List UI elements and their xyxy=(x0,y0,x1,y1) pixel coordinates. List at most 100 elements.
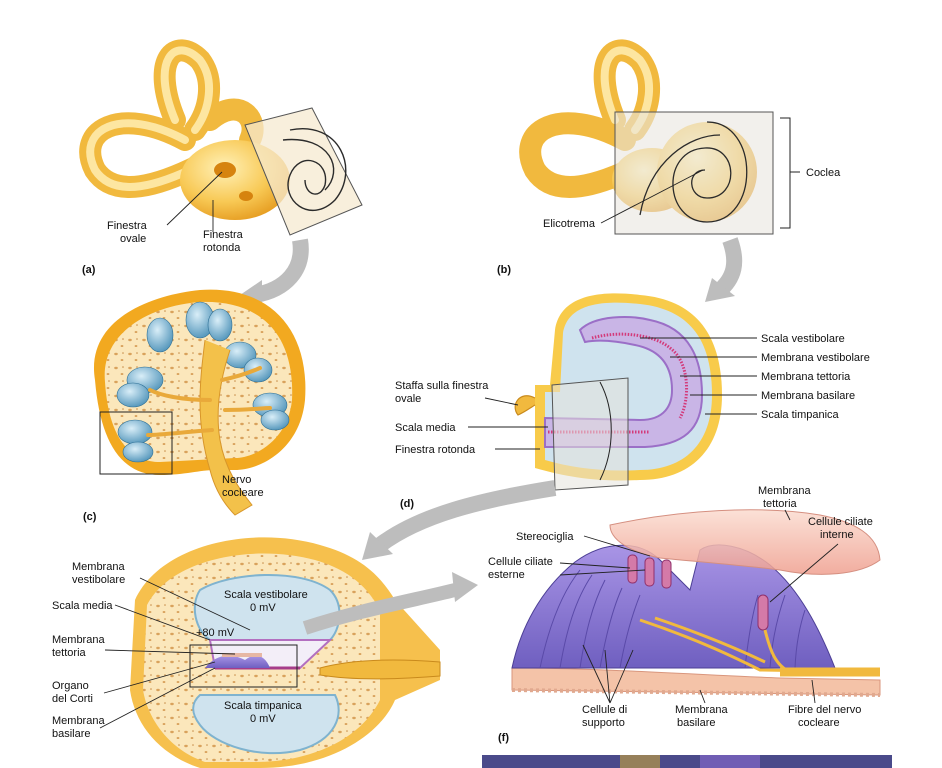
label-tectorial-membrane-f-2: tettoria xyxy=(763,498,798,510)
label-scala-tympani-e-1: Scala timpanica xyxy=(224,700,303,712)
micrograph-strip xyxy=(482,755,892,768)
label-scala-tympani-e-2: 0 mV xyxy=(250,713,276,725)
label-basilar-membrane-f-1: Membrana xyxy=(675,704,728,716)
label-cochlea: Coclea xyxy=(806,167,841,179)
svg-text:Cellule ciliate: Cellule ciliate xyxy=(808,516,873,528)
panel-letter-d: (d) xyxy=(400,498,414,510)
label-inner-hair-cells-2: interne xyxy=(820,529,854,541)
label-outer-hair-cells-1: Cellule ciliate xyxy=(488,556,553,568)
label-tectorial-membrane-e-2: tettoria xyxy=(52,647,87,659)
label-nerve-fibers-2: cocleare xyxy=(798,717,840,729)
label-round-window-1: Finestra xyxy=(203,229,244,241)
panel-e: Scala vestibolare 0 mV +80 mV Scala timp… xyxy=(52,537,478,768)
cut-plane-d xyxy=(551,377,629,491)
svg-text:basilare: basilare xyxy=(52,728,91,740)
label-stereocilia: Stereociglia xyxy=(516,531,574,543)
panel-f: Membrana tettoria Cellule ciliate intern… xyxy=(482,485,892,768)
detail-box-e xyxy=(189,644,298,688)
svg-text:0 mV: 0 mV xyxy=(250,713,276,725)
label-potential-media: +80 mV xyxy=(196,627,235,639)
arrow-b-to-d xyxy=(712,237,743,299)
label-tectorial-membrane-e-1: Membrana xyxy=(52,634,105,646)
cochlear-nerve-c xyxy=(199,339,253,516)
round-window xyxy=(239,191,253,201)
panel-c: Nervo cocleare (c) xyxy=(83,289,306,523)
label-basilar-membrane-d: Membrana basilare xyxy=(761,390,855,402)
svg-text:Scala vestibolare: Scala vestibolare xyxy=(224,589,308,601)
label-cochlear-nerve-2: cocleare xyxy=(222,487,264,499)
panel-letter-a: (a) xyxy=(82,264,96,276)
svg-text:Membrana: Membrana xyxy=(758,485,811,497)
detail-box-c xyxy=(99,411,173,475)
label-stapes-1: Staffa sulla finestra xyxy=(395,380,489,392)
svg-text:Organo: Organo xyxy=(52,680,89,692)
supporting-cells-f xyxy=(511,544,836,669)
svg-text:Fibre del nervo: Fibre del nervo xyxy=(788,704,861,716)
arrow-a-to-c xyxy=(253,238,309,303)
panel-letter-b: (b) xyxy=(497,264,511,276)
label-organ-of-corti-1: Organo xyxy=(52,680,89,692)
label-scala-vestibuli-e-2: 0 mV xyxy=(250,602,276,614)
svg-text:esterne: esterne xyxy=(488,569,525,581)
cut-plane xyxy=(244,107,363,236)
label-scala-media-e: Scala media xyxy=(52,600,113,612)
label-scala-media-d: Scala media xyxy=(395,422,456,434)
label-round-window-d: Finestra rotonda xyxy=(395,444,476,456)
svg-text:Nervo: Nervo xyxy=(222,474,251,486)
label-basilar-membrane-e-1: Membrana xyxy=(52,715,105,727)
inner-hair-cell-f xyxy=(757,594,769,631)
svg-text:rotonda: rotonda xyxy=(203,242,241,254)
label-oval-window-1: Finestra xyxy=(107,220,148,232)
svg-text:Cellule di: Cellule di xyxy=(582,704,627,716)
svg-text:cocleare: cocleare xyxy=(798,717,840,729)
panel-letter-f: (f) xyxy=(498,732,509,744)
label-scala-vestibuli-d: Scala vestibolare xyxy=(761,333,845,345)
stapes xyxy=(514,395,536,416)
scala-tympani-e xyxy=(192,694,340,755)
svg-text:Scala timpanica: Scala timpanica xyxy=(224,700,303,712)
svg-text:vestibolare: vestibolare xyxy=(72,574,125,586)
svg-text:basilare: basilare xyxy=(677,717,716,729)
label-outer-hair-cells-2: esterne xyxy=(488,569,525,581)
label-helicotrema: Elicotrema xyxy=(543,218,596,230)
svg-text:cocleare: cocleare xyxy=(222,487,264,499)
oval-window xyxy=(214,162,236,178)
panel-a: Finestra ovale Finestra rotonda (a) xyxy=(79,39,363,310)
label-vestibular-membrane-e-1: Membrana xyxy=(72,561,125,573)
label-tectorial-membrane-d: Membrana tettoria xyxy=(761,371,851,383)
label-vestibular-membrane-e-2: vestibolare xyxy=(72,574,125,586)
svg-text:tettoria: tettoria xyxy=(763,498,798,510)
panel-d: Scala vestibolare Membrana vestibolare M… xyxy=(362,293,870,560)
cochlea-bracket xyxy=(780,117,800,229)
label-cochlear-nerve-1: Nervo xyxy=(222,474,251,486)
label-organ-of-corti-2: del Corti xyxy=(52,693,93,705)
label-scala-tympani-d: Scala timpanica xyxy=(761,409,840,421)
panel-letter-c: (c) xyxy=(83,511,97,523)
svg-text:Membrana: Membrana xyxy=(52,715,105,727)
arrow-e-to-f xyxy=(302,583,457,635)
tectorial-membrane-f xyxy=(609,509,881,575)
svg-text:ovale: ovale xyxy=(395,393,421,405)
cell-columns-f xyxy=(539,569,806,669)
cochlea-box xyxy=(614,111,774,235)
label-oval-window-2: ovale xyxy=(120,233,146,245)
scala-vestibuli-e xyxy=(193,574,341,641)
label-nerve-fibers-1: Fibre del nervo xyxy=(788,704,861,716)
svg-text:Finestra: Finestra xyxy=(107,220,148,232)
label-basilar-membrane-f-2: basilare xyxy=(677,717,716,729)
label-basilar-membrane-e-2: basilare xyxy=(52,728,91,740)
cochlea-spiral-a xyxy=(282,128,347,212)
svg-text:tettoria: tettoria xyxy=(52,647,87,659)
label-round-window-2: rotonda xyxy=(203,242,241,254)
label-stapes-2: ovale xyxy=(395,393,421,405)
spiral-ganglion-e xyxy=(319,659,441,680)
svg-text:Staffa sulla finestra: Staffa sulla finestra xyxy=(395,380,489,392)
panel-b: Coclea Elicotrema (b) xyxy=(497,39,841,302)
label-inner-hair-cells-1: Cellule ciliate xyxy=(808,516,873,528)
arrow-d-to-e xyxy=(375,480,557,552)
basilar-membrane-f xyxy=(511,667,881,696)
svg-text:Membrana: Membrana xyxy=(675,704,728,716)
svg-text:Membrana: Membrana xyxy=(72,561,125,573)
svg-text:supporto: supporto xyxy=(582,717,625,729)
